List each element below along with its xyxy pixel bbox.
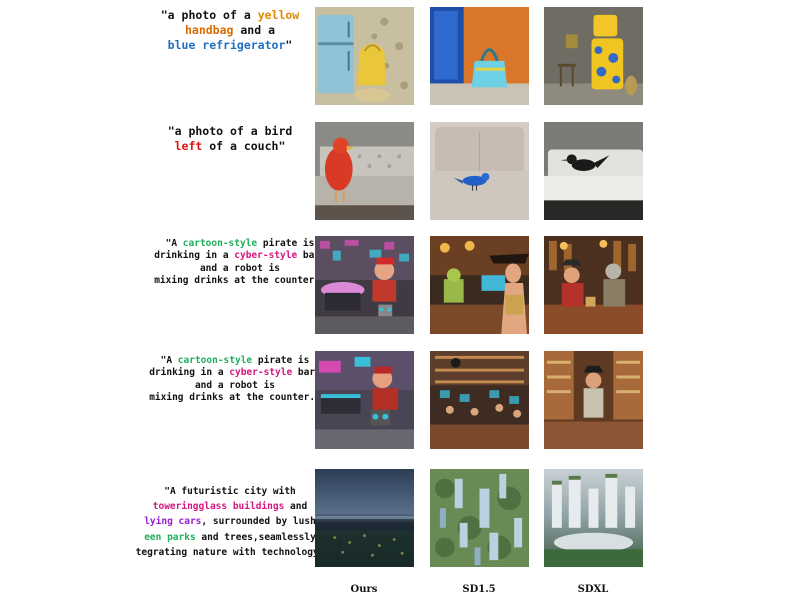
prompt-text: bar,	[297, 250, 326, 262]
prompt-text: and trees,seamlessly	[195, 531, 316, 543]
image-row3-ours	[315, 236, 414, 334]
prompt-text: "	[285, 37, 293, 52]
highlighted-word: handbag	[184, 22, 234, 37]
image-row1-sdxl	[544, 7, 643, 105]
prompt-line: "a photo of a bird	[105, 124, 355, 139]
highlighted-word: cartoon-style	[177, 355, 253, 366]
prompt-text: "A	[160, 355, 178, 366]
prompt-line: handbag and a	[105, 23, 355, 38]
prompt-line: "A cartoon-style pirate is	[110, 355, 360, 367]
prompt-line: left of a couch"	[105, 139, 355, 154]
prompt-line: "A futuristic city with	[105, 484, 355, 499]
highlighted-word: blue refrigerator	[167, 37, 286, 52]
prompt-line: lying cars, surrounded by lush	[105, 514, 355, 529]
prompt-line: toweringglass buildings and	[105, 499, 355, 514]
image-row2-sdxl	[544, 122, 643, 220]
prompt-text: and a robot is	[194, 379, 276, 391]
prompt-text: mixing drinks at the counter."	[149, 392, 321, 404]
prompt-row-5: "A futuristic city with toweringglass bui…	[105, 484, 355, 560]
prompt-text: and	[284, 501, 308, 513]
prompt-line: blue refrigerator"	[105, 38, 355, 53]
image-row5-ours	[315, 469, 414, 567]
column-label-sdxl: SDXL	[577, 584, 609, 595]
image-row4-ours	[315, 351, 414, 449]
prompt-line: tegrating nature with technology"	[105, 545, 355, 560]
prompt-text: drinking in a	[149, 367, 230, 379]
highlighted-word: yellow	[257, 8, 300, 22]
image-row4-sdxl	[544, 351, 643, 449]
prompt-line: mixing drinks at the counter."	[115, 275, 365, 287]
column-label-ours: Ours	[350, 584, 378, 595]
column-label-sd15: SD1.5	[462, 584, 496, 595]
image-row5-sdxl	[544, 469, 643, 567]
prompt-text: tegrating nature with technology"	[135, 546, 325, 558]
image-row3-sd15	[430, 236, 529, 334]
image-row2-ours	[315, 122, 414, 220]
highlighted-word: cartoon-style	[182, 238, 258, 249]
prompt-text: and a	[233, 22, 275, 37]
prompt-text: drinking in a	[154, 250, 235, 262]
prompt-text: "A	[165, 238, 183, 249]
image-row5-sd15	[430, 469, 529, 567]
prompt-text: , surrounded by lush	[201, 516, 316, 528]
prompt-text: "A futuristic city with	[164, 486, 296, 497]
prompt-line: and a robot is	[110, 380, 360, 392]
highlighted-word: lying cars	[144, 516, 202, 528]
prompt-line: drinking in a cyber-style bar,	[110, 367, 360, 379]
highlighted-word: toweringglass buildings	[152, 501, 285, 513]
prompt-text: "a photo of a	[160, 8, 258, 22]
prompt-line: "a photo of a yellow	[105, 8, 355, 23]
prompt-text: bar,	[292, 367, 321, 379]
prompt-text: pirate is	[257, 238, 315, 249]
prompt-line: "A cartoon-style pirate is	[115, 238, 365, 250]
prompt-text: and a robot is	[199, 262, 281, 274]
image-row4-sd15	[430, 351, 529, 449]
prompt-text: pirate is	[252, 355, 310, 366]
image-row1-sd15	[430, 7, 529, 105]
prompt-text: mixing drinks at the counter."	[154, 275, 326, 287]
image-row1-ours	[315, 7, 414, 105]
prompt-line: mixing drinks at the counter."	[110, 392, 360, 404]
highlighted-word: cyber-style	[229, 367, 293, 379]
highlighted-word: cyber-style	[234, 250, 298, 262]
prompt-line: and a robot is	[115, 263, 365, 275]
prompt-text: "a photo of a bird	[167, 124, 293, 138]
prompt-text: of a couch"	[202, 138, 286, 153]
highlighted-word: left	[174, 138, 203, 153]
highlighted-word: een parks	[144, 531, 196, 543]
image-row2-sd15	[430, 122, 529, 220]
prompt-line: drinking in a cyber-style bar,	[115, 250, 365, 262]
prompt-line: een parks and trees,seamlessly	[105, 530, 355, 545]
image-row3-sdxl	[544, 236, 643, 334]
